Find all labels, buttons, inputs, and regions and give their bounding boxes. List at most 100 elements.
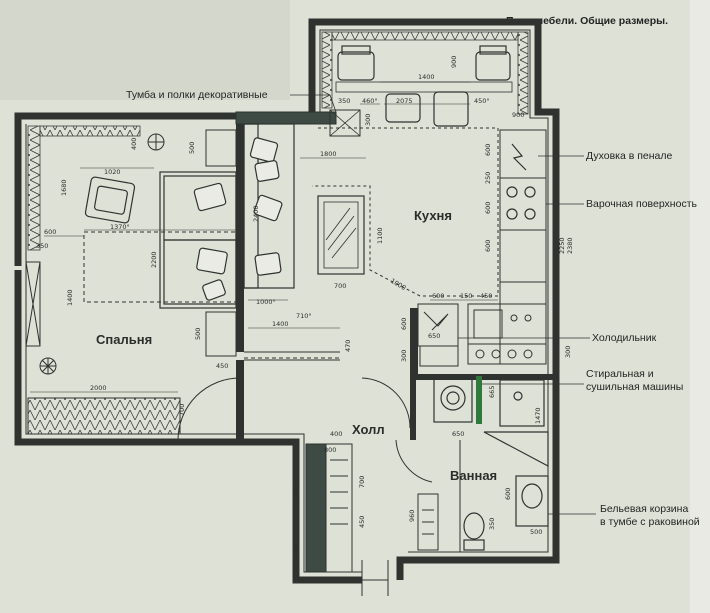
dim-150: 150 <box>460 292 472 300</box>
dim-1370: 1370° <box>110 223 130 231</box>
dim-450-mid: 450 <box>216 362 228 370</box>
dim-1470: 1470 <box>534 407 542 424</box>
dim-2200: 2200 <box>150 251 158 268</box>
hall-shelf <box>325 443 353 573</box>
room-label-hall: Холл <box>352 422 385 437</box>
dim-350: 350 <box>338 97 350 105</box>
dim-600-kitchen: 600 <box>432 292 444 300</box>
dim-470: 470 <box>344 340 352 352</box>
dim-1385: 1385 <box>292 483 300 500</box>
dim-700-hall: 700 <box>358 476 366 488</box>
rug-pattern <box>325 207 357 259</box>
dim-1100: 1100 <box>376 227 384 244</box>
bedside-table <box>205 311 237 357</box>
fridge-box <box>419 345 459 367</box>
room-label-bathroom: Ванная <box>450 468 497 483</box>
dim-300-a: 300 <box>400 350 408 362</box>
dim-665: 665 <box>488 386 496 398</box>
dim-650-fridge: 650 <box>428 332 440 340</box>
sink-icon <box>423 311 449 331</box>
dim-600-v2: 600 <box>484 202 492 214</box>
dim-400-hall2: 400 <box>292 544 300 556</box>
hall-hangers <box>330 459 348 525</box>
kitchen-zone-outline <box>312 127 499 297</box>
plant-icon <box>39 357 57 375</box>
dim-450-top: 450° <box>474 97 490 105</box>
callout-decor: Тумба и полки декоративные <box>126 89 268 101</box>
callout-washer-line1: Стиральная и <box>586 368 654 380</box>
wardrobe <box>27 397 181 435</box>
dim-600-v1: 600 <box>484 144 492 156</box>
dim-650-bath: 650 <box>452 430 464 438</box>
dim-450-kitchen: 450 <box>480 292 492 300</box>
dim-1800: 1800 <box>320 150 337 158</box>
dim-1400-left: 1400 <box>66 289 74 306</box>
oven-icon <box>511 143 527 171</box>
plan-title: План мебели. Общие размеры. <box>506 15 668 27</box>
doors <box>177 377 433 596</box>
dim-600-fridge: 600 <box>400 318 408 330</box>
window-right-panel <box>517 31 529 115</box>
bath-sink <box>515 475 549 527</box>
bedside-table-top <box>205 129 237 167</box>
callout-washer-line2: сушильная машины <box>586 381 683 393</box>
dim-500-bath: 500 <box>530 528 542 536</box>
bedroom-rug <box>83 231 239 303</box>
green-line <box>476 376 482 424</box>
dim-450-hall: 450 <box>358 516 366 528</box>
dim-600-v3: 600 <box>484 240 492 252</box>
bedroom-window-top <box>39 125 141 137</box>
bed-pillows <box>193 182 228 301</box>
callout-hob: Варочная поверхность <box>586 198 697 210</box>
dim-900-right: 900 <box>512 111 524 119</box>
outer-walls <box>14 18 560 584</box>
dim-1020: 1020 <box>104 168 121 176</box>
callout-lines <box>290 94 596 515</box>
bath-towel-rack <box>417 493 439 551</box>
kitchen-rug <box>317 195 365 275</box>
dim-1680: 1680 <box>60 179 68 196</box>
dim-700: 700 <box>334 282 346 290</box>
dim-350-bath: 350 <box>488 518 496 530</box>
dim-350-left: 350 <box>36 242 48 250</box>
dim-500-mid: 500 <box>194 328 202 340</box>
dim-960: 960 <box>408 510 416 522</box>
decor-cabinet <box>235 111 337 125</box>
dim-500-sofa: 500 <box>188 142 196 154</box>
dim-300-top: 300 <box>364 114 372 126</box>
dim-400-bed: 400 <box>130 138 138 150</box>
dim-700-door: 700 <box>178 404 186 416</box>
callout-fridge: Холодильник <box>592 332 657 344</box>
tv-cabinet <box>25 261 41 347</box>
dim-1400-mid: 1400 <box>272 320 289 328</box>
lamp-icon <box>147 133 165 151</box>
page-edge <box>690 0 710 613</box>
dim-1000: 1000° <box>256 298 276 306</box>
dim-2250: 2250 <box>558 237 566 254</box>
shower <box>483 379 549 467</box>
armchair <box>84 176 136 224</box>
bedroom-window-panel <box>27 125 41 251</box>
window-top-panel <box>331 31 519 41</box>
dim-2400: 2400 <box>252 205 260 222</box>
dim-300-b: 300 <box>564 346 572 358</box>
window-left-panel <box>321 31 333 109</box>
interior-wall-outline <box>244 351 461 552</box>
dimension-lines <box>30 81 557 393</box>
bedroom-bed <box>159 171 237 309</box>
dim-400-hall: 400 <box>330 430 342 438</box>
kitchen-rug-inner <box>323 201 359 269</box>
dim-900-top: 900 <box>450 56 458 68</box>
callout-basket-line1: Бельевая корзина <box>600 503 688 515</box>
dim-600-left: 600 <box>44 228 56 236</box>
hall-wardrobe <box>305 443 327 573</box>
dim-250: 250 <box>484 172 492 184</box>
sofa-pillows <box>249 137 283 276</box>
paper-shade <box>0 0 290 100</box>
dim-2075: 2075 <box>396 97 413 105</box>
decor-shelf-cross <box>329 109 361 137</box>
toilet <box>463 512 485 551</box>
